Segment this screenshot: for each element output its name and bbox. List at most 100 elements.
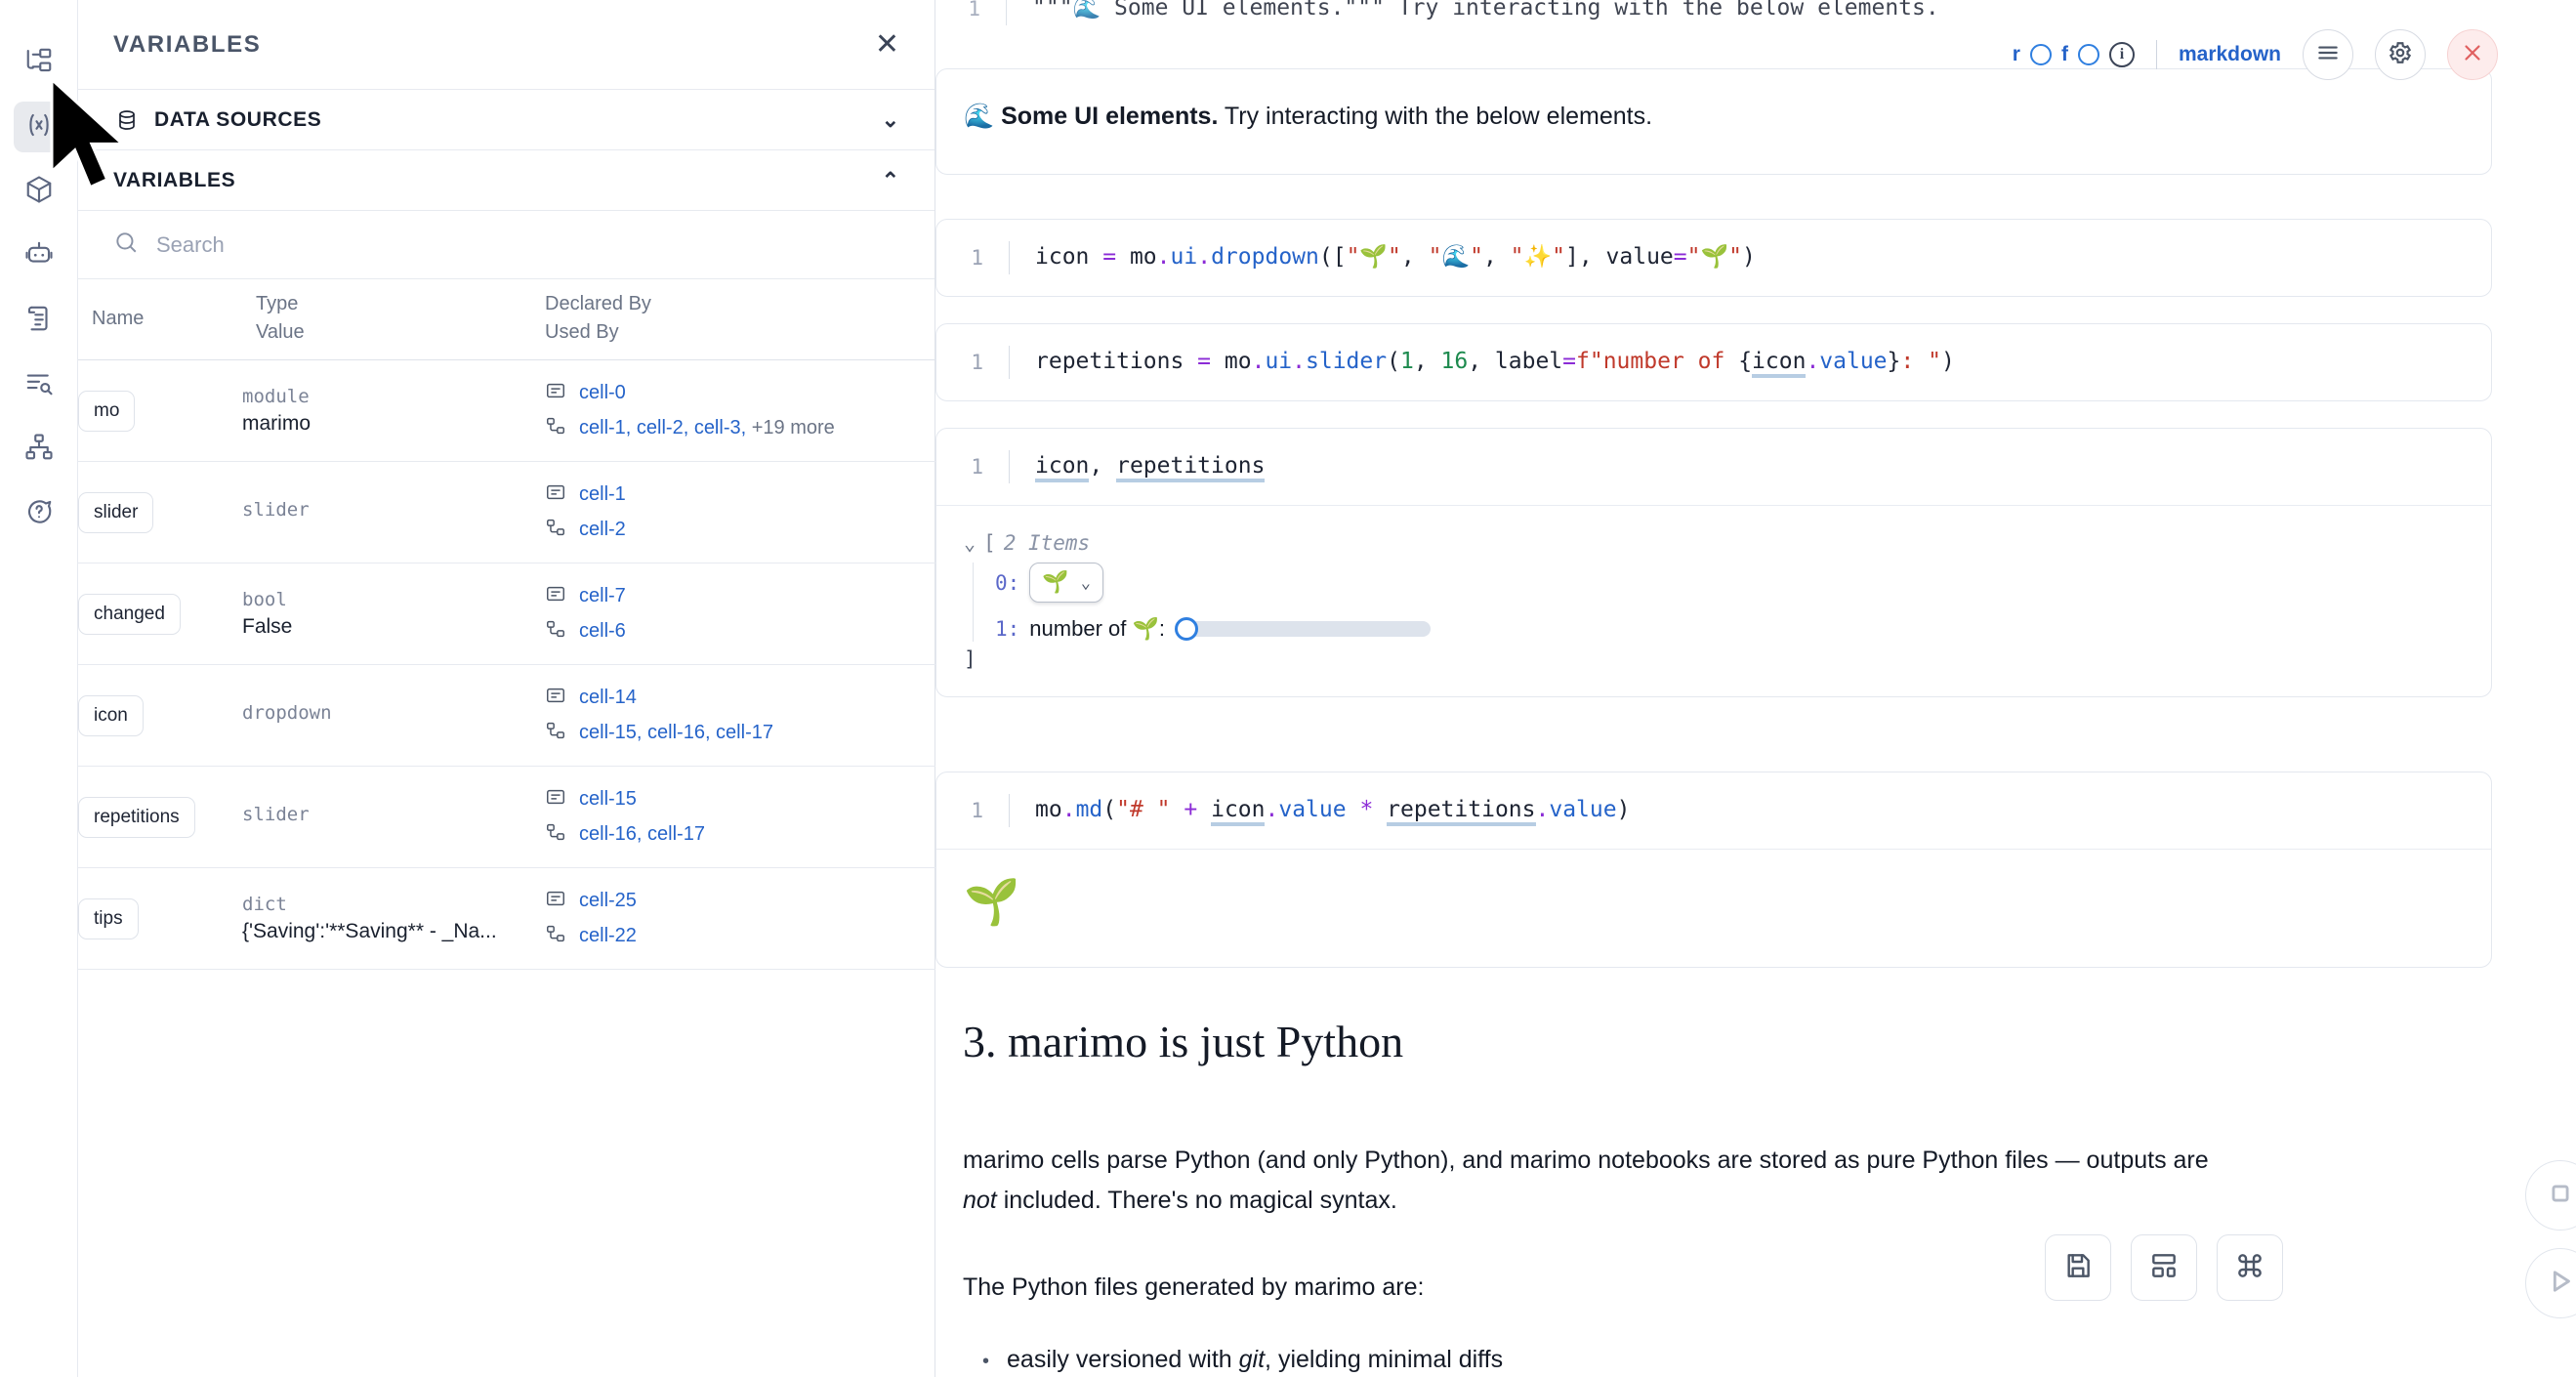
chevron-down-icon[interactable]: ⌄ [964,531,976,555]
used-by-links[interactable]: cell-6 [579,620,626,643]
cell-code[interactable]: 1 mo.md("# " + icon.value * repetitions.… [936,772,2491,849]
tree-body: 0: 🌱 ⌄ 1: number of 🌱: [973,563,2464,642]
line-number: 1 [971,351,983,374]
sidebar-item-logs[interactable] [14,295,64,346]
section-fold-toggle[interactable]: ⌄ [935,1040,939,1068]
declared-by-link[interactable]: cell-1 [579,483,626,505]
paragraph-1-part-b: included. There's no magical syntax. [996,1186,1397,1214]
sidebar-item-dependencies[interactable] [14,424,64,475]
section-variables[interactable]: VARIABLES ⌃ [78,150,935,211]
chevron-down-icon[interactable]: ⌄ [881,106,899,132]
variable-name-chip[interactable]: tips [78,897,139,939]
interrupt-button[interactable] [2525,1160,2576,1231]
section-data-sources[interactable]: DATA SOURCES ⌄ [78,90,935,150]
used-by-links[interactable]: cell-22 [579,925,637,947]
cell-references: cell-15 cell-16, cell-17 [545,766,935,868]
used-by-links[interactable]: cell-1, cell-2, cell-3, +19 more [579,417,835,439]
used-by-text[interactable]: cell-22 [579,925,637,946]
line-number: 1 [968,0,980,21]
cell-code[interactable]: 1 icon, repetitions [936,429,2491,505]
variable-name-chip[interactable]: icon [78,694,144,736]
dropdown-widget[interactable]: 🌱 ⌄ [1029,563,1103,603]
close-icon[interactable]: ✕ [874,27,899,61]
sidebar-item-packages[interactable] [14,166,64,217]
f-status-icon[interactable] [2077,44,2099,65]
save-button[interactable] [2045,1234,2111,1301]
language-selector[interactable]: markdown [2178,43,2281,65]
declared-by-link[interactable]: cell-25 [579,890,637,911]
bullet-1-italic: git [1238,1346,1266,1373]
run-button[interactable] [2525,1248,2576,1318]
used-by-more[interactable]: +19 more [751,417,835,438]
used-by-links[interactable]: cell-2 [579,519,626,541]
cell-settings-button[interactable] [2375,29,2426,80]
chevron-down-icon: ⌄ [1080,572,1091,593]
stop-icon [2544,1177,2576,1215]
info-icon[interactable]: i [2108,42,2135,67]
used-by-text[interactable]: cell-16, cell-17 [579,823,705,845]
declared-by-link[interactable]: cell-15 [579,788,637,810]
line-number: 1 [971,246,983,270]
cell-delete-button[interactable] [2447,29,2498,80]
bullet-1-part-b: , yielding minimal diffs [1265,1346,1504,1373]
declared-by-link[interactable]: cell-7 [579,585,626,606]
line-number: 1 [971,455,983,479]
markdown-output-cell[interactable]: 🌊 Some UI elements. Try interacting with… [935,68,2492,175]
used-by-links[interactable]: cell-15, cell-16, cell-17 [579,722,773,744]
column-header-declared-by: Declared By [545,293,651,314]
sidebar-item-chat[interactable] [14,230,64,281]
code-text[interactable]: icon, repetitions [1035,451,1266,483]
cell-variable-name: tips [78,867,242,970]
cell-references: cell-0 cell-1, cell-2, cell-3, +19 more [545,359,935,462]
cell-code[interactable]: 1 repetitions = mo.ui.slider(1, 16, labe… [936,324,2491,400]
command-palette-button[interactable] [2217,1234,2283,1301]
chevron-up-icon[interactable]: ⌃ [881,167,899,192]
variable-name-chip[interactable]: changed [78,593,181,635]
sidebar-item-variables[interactable] [13,102,64,152]
code-text[interactable]: mo.md("# " + icon.value * repetitions.va… [1035,795,1630,827]
code-text[interactable]: icon = mo.ui.dropdown(["🌱", "🌊", "✨"], v… [1035,244,1756,271]
cell-variable-name: repetitions [78,766,242,868]
slider-widget[interactable] [1174,617,1431,641]
slider-track[interactable] [1187,621,1431,637]
variable-name-chip[interactable]: repetitions [78,796,195,838]
variable-name-chip[interactable]: slider [78,491,154,533]
run-controls [2525,1160,2576,1318]
seedling-emoji: 🌱 [1042,570,1069,595]
variable-name-chip[interactable]: mo [78,390,136,432]
cell-menu-button[interactable] [2303,29,2353,80]
used-by-links[interactable]: cell-16, cell-17 [579,823,705,846]
cell-icon [545,380,566,406]
r-status-icon[interactable] [2029,44,2052,65]
sidebar-item-help[interactable] [14,488,64,539]
sidebar-item-file-tree[interactable] [14,37,64,88]
cell-code[interactable]: 1 icon = mo.ui.dropdown(["🌱", "🌊", "✨"],… [936,220,2491,296]
slider-thumb[interactable] [1174,617,1198,641]
cell-icon [545,888,566,914]
tree-header[interactable]: ⌄ [ 2 Items [964,531,2464,555]
declared-by-link[interactable]: cell-0 [579,382,626,403]
used-by-text[interactable]: cell-1, cell-2, cell-3, [579,417,747,438]
declared-by-link[interactable]: cell-14 [579,687,637,708]
display-cell[interactable]: 1 icon, repetitions ⌄ [ 2 Items 0: [935,428,2492,697]
code-text[interactable]: repetitions = mo.ui.slider(1, 16, label=… [1035,347,1955,379]
markdown-rest-text: Try interacting with the below elements. [1218,103,1653,130]
link-icon [545,923,566,949]
markdown-render-cell[interactable]: 1 mo.md("# " + icon.value * repetitions.… [935,772,2492,968]
search-input[interactable] [156,231,899,258]
slider-code-cell[interactable]: 1 repetitions = mo.ui.slider(1, 16, labe… [935,323,2492,401]
used-by-text[interactable]: cell-15, cell-16, cell-17 [579,722,773,743]
used-by-text[interactable]: cell-6 [579,620,626,642]
layout-button[interactable] [2131,1234,2197,1301]
gutter-divider [1009,241,1010,274]
run-flag-indicators: r f i [2013,42,2135,67]
dropdown-code-cell[interactable]: 1 icon = mo.ui.dropdown(["🌱", "🌊", "✨"],… [935,219,2492,297]
used-by-text[interactable]: cell-2 [579,519,626,540]
sidebar-item-outline[interactable] [14,359,64,410]
